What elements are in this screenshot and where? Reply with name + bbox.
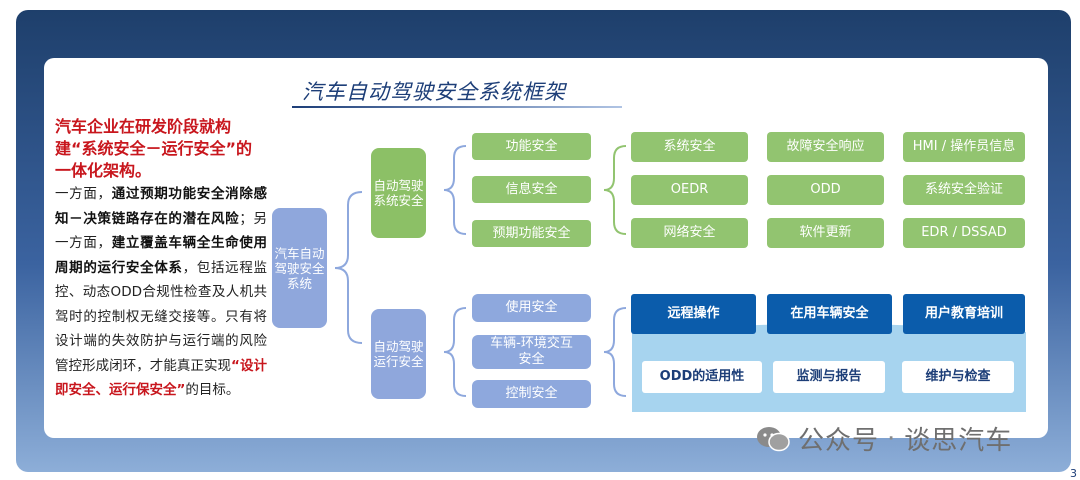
op-bottom-cell: 维护与检查 (902, 361, 1014, 393)
grid-cell: EDR / DSSAD (903, 218, 1025, 248)
root-node: 汽车自动驾驶安全系统 (272, 208, 327, 328)
grid-cell: 系统安全验证 (903, 175, 1025, 205)
left-body: 一方面，通过预期功能安全消除感知－决策链路存在的潜在风险；另一方面，建立覆盖车辆… (55, 186, 268, 398)
title-underline (292, 106, 622, 108)
grid-cell: 软件更新 (767, 218, 884, 248)
grid-cell: 系统安全 (631, 132, 748, 162)
watermark: 公众号 · 谈思汽车 (756, 420, 1012, 457)
sub-interaction-safety: 车辆-环境交互安全 (472, 335, 591, 369)
left-headline: 汽车企业在研发阶段就构建“系统安全－运行安全”的一体化架构。 (55, 117, 253, 180)
sub-functional-safety: 功能安全 (472, 133, 591, 160)
watermark-label: 公众号 (798, 426, 880, 456)
op-bottom-cell: ODD的适用性 (642, 361, 762, 393)
watermark-dot: · (887, 423, 897, 454)
sub-sotif: 预期功能安全 (472, 220, 591, 247)
op-top-cell: 用户教育培训 (903, 294, 1025, 334)
sub-control-safety: 控制安全 (472, 380, 591, 408)
grid-cell: 故障安全响应 (767, 132, 884, 162)
watermark-name: 谈思汽车 (904, 426, 1013, 456)
op-top-cell: 远程操作 (631, 294, 756, 334)
system-safety-node: 自动驾驶系统安全 (371, 148, 426, 238)
wechat-icon (757, 426, 790, 451)
op-top-cell: 在用车辆安全 (767, 294, 892, 334)
sub-info-safety: 信息安全 (472, 176, 591, 203)
page-title: 汽车自动驾驶安全系统框架 (302, 80, 566, 104)
sub-usage-safety: 使用安全 (472, 294, 591, 322)
op-bottom-cell: 监测与报告 (773, 361, 885, 393)
operation-safety-node: 自动驾驶运行安全 (371, 309, 426, 399)
grid-cell: ODD (767, 175, 884, 205)
grid-cell: HMI / 操作员信息 (903, 132, 1025, 162)
page-number: 3 (1070, 467, 1077, 480)
grid-cell: OEDR (631, 175, 748, 205)
grid-cell: 网络安全 (631, 218, 748, 248)
